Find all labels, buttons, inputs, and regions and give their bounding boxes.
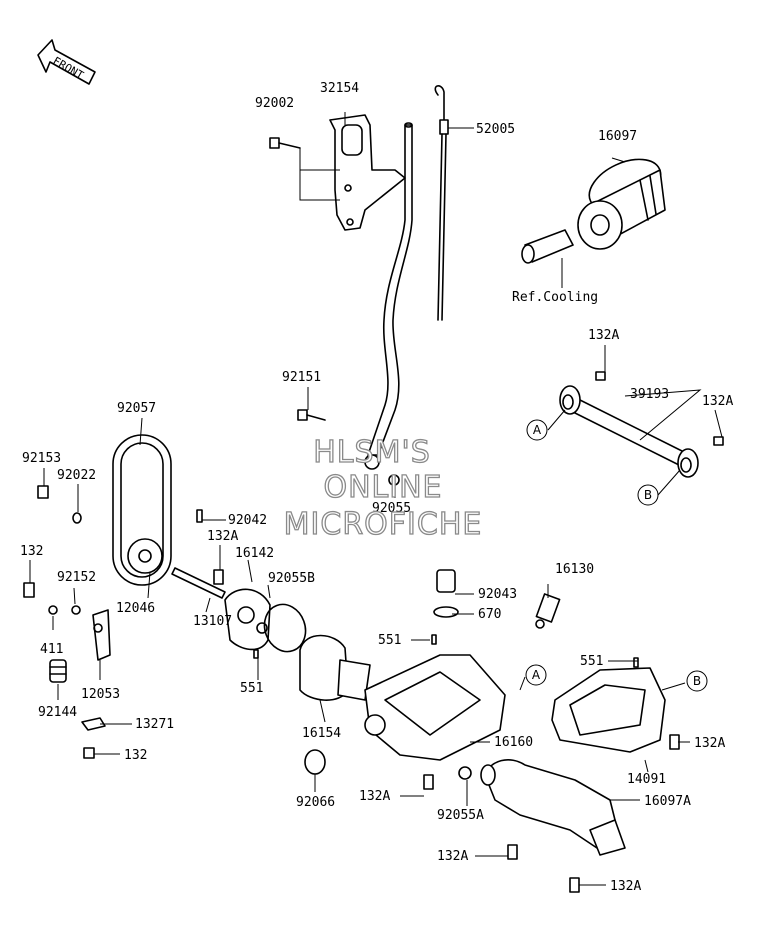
bolt-132A-2	[713, 436, 724, 446]
label-16130: 16130	[555, 562, 594, 577]
svg-text:B: B	[693, 674, 701, 688]
label-92066: 92066	[296, 795, 335, 810]
watermark-line-1: HLSM'S	[313, 435, 431, 470]
filter-nipple-ref-cooling	[521, 229, 574, 264]
label-132A-5: 132A	[359, 789, 390, 804]
label-92152: 92152	[57, 570, 96, 585]
bolt-92153	[37, 485, 49, 499]
label-92042: 92042	[228, 513, 267, 528]
oil-pump-16142	[213, 569, 307, 659]
label-13107: 13107	[193, 614, 232, 629]
label-92144: 92144	[38, 705, 77, 720]
label-132A-4: 132A	[694, 736, 725, 751]
label-16097: 16097	[598, 129, 637, 144]
bolt-132A-1	[595, 371, 606, 381]
label-132-1: 132	[20, 544, 43, 559]
label-32154: 32154	[320, 81, 359, 96]
label-16097A: 16097A	[644, 794, 691, 809]
label-551-1: 551	[240, 681, 263, 696]
oil-filter-16097	[577, 158, 666, 250]
label-132A-6: 132A	[437, 849, 468, 864]
label-92022: 92022	[57, 468, 96, 483]
label-92055B: 92055B	[268, 571, 315, 586]
label-92153: 92153	[22, 451, 61, 466]
bolt-92151	[297, 409, 326, 421]
label-ref-cooling: Ref.Cooling	[512, 290, 598, 305]
washer-92022	[72, 512, 82, 524]
bolt-92002	[269, 137, 301, 149]
watermark-line-3: MICROFICHE	[284, 507, 483, 542]
bolt-132A-6	[507, 844, 518, 860]
label-411: 411	[40, 642, 63, 657]
oil-pipe-39193	[559, 385, 699, 478]
circle-ref-b-pipe: B	[637, 484, 659, 506]
label-16154: 16154	[302, 726, 341, 741]
dipstick-52005	[434, 85, 449, 321]
o-ring-92055A	[458, 766, 472, 780]
label-670: 670	[478, 607, 501, 622]
pump-shaft-13107	[171, 509, 226, 599]
label-92055A: 92055A	[437, 808, 484, 823]
sprocket-12046	[127, 538, 163, 574]
label-12046: 12046	[116, 601, 155, 616]
filter-housing-16097A	[480, 759, 626, 856]
cover-14091	[551, 657, 666, 753]
label-92057: 92057	[117, 401, 156, 416]
washer-92152	[71, 605, 81, 615]
watermark: HLSM'S ONLINE MICROFICHE	[283, 434, 483, 542]
label-132A-1: 132A	[588, 328, 619, 343]
label-132A-7: 132A	[610, 879, 641, 894]
chain-92057	[112, 434, 172, 586]
leader-lines	[29, 112, 723, 886]
oil-pan-16160	[364, 569, 506, 761]
circle-ref-a-pipe: A	[526, 419, 548, 441]
label-132A-3: 132A	[207, 529, 238, 544]
svg-text:A: A	[533, 423, 542, 437]
svg-text:B: B	[644, 488, 652, 502]
label-16142: 16142	[235, 546, 274, 561]
oil-screen-16154	[299, 634, 371, 701]
label-39193: 39193	[630, 387, 669, 402]
label-52005: 52005	[476, 122, 515, 137]
spacer-92066	[304, 749, 326, 775]
bolt-132A-5	[669, 734, 680, 750]
label-92055: 92055	[372, 501, 411, 516]
circle-ref-b-cover: B	[686, 670, 708, 692]
bolt-132A-7	[569, 877, 580, 893]
label-92002: 92002	[255, 96, 294, 111]
dipstick-tube	[364, 122, 413, 470]
label-92043: 92043	[478, 587, 517, 602]
label-132A-2: 132A	[702, 394, 733, 409]
watermark-line-2: ONLINE	[323, 470, 442, 505]
label-14091: 14091	[627, 772, 666, 787]
label-92151: 92151	[282, 370, 321, 385]
label-551-3: 551	[580, 654, 603, 669]
bolt-132-1	[23, 582, 35, 598]
bracket-32154	[329, 114, 406, 231]
part-labels: 92002 32154 52005 16097 Ref.Cooling 132A…	[20, 81, 733, 894]
front-direction-arrow: FRONT	[37, 39, 96, 85]
bolt-132-2	[83, 747, 95, 759]
tensioner-12053	[92, 609, 111, 661]
circle-ref-a-pan: A	[525, 664, 547, 686]
svg-text:A: A	[532, 668, 541, 682]
label-13271: 13271	[135, 717, 174, 732]
sensor-16130	[535, 593, 561, 629]
label-132-2: 132	[124, 748, 147, 763]
spring-92144	[49, 659, 67, 683]
bolt-132A-4	[423, 774, 434, 790]
o-ring-92055	[388, 474, 400, 486]
label-16160: 16160	[494, 735, 533, 750]
plate-13271	[81, 717, 106, 731]
label-12053: 12053	[81, 687, 120, 702]
washer-411	[48, 605, 58, 615]
label-551-2: 551	[378, 633, 401, 648]
